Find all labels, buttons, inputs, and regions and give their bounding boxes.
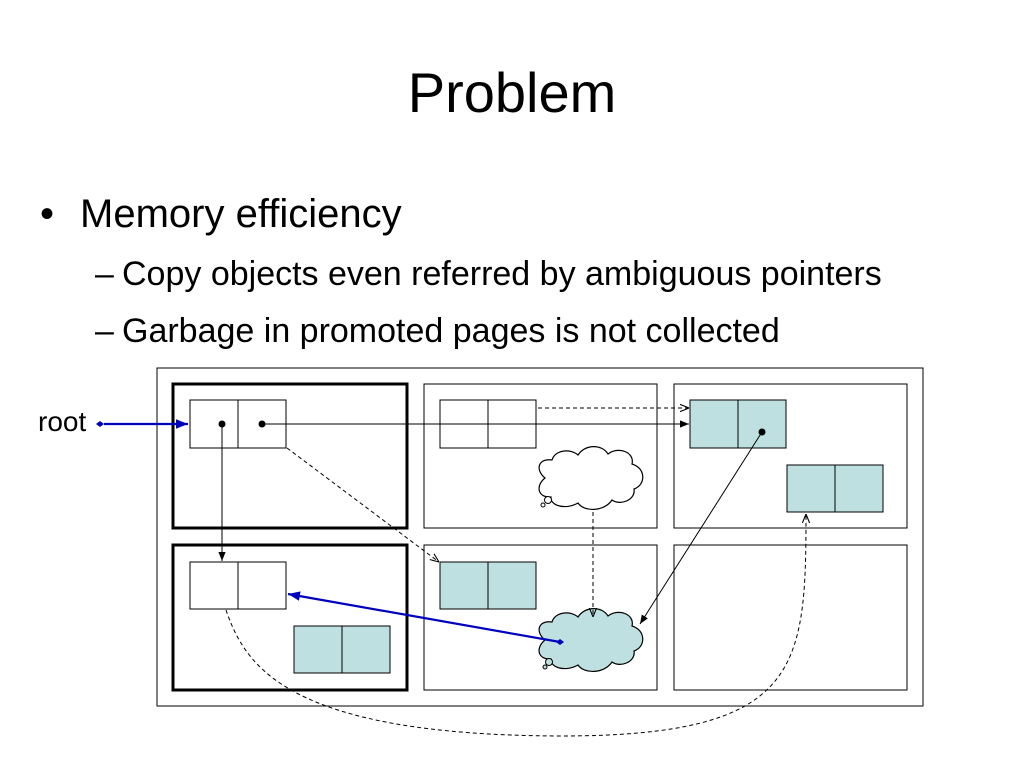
object-promoted-target bbox=[189, 561, 287, 610]
forwarding-pointer bbox=[286, 447, 439, 562]
object-root-target bbox=[189, 399, 287, 449]
pointer-to-cloud bbox=[639, 431, 763, 625]
heap-page bbox=[423, 383, 658, 529]
promoted-page bbox=[171, 382, 409, 530]
promoted-page bbox=[171, 543, 409, 692]
ambiguous-pointer bbox=[287, 591, 564, 645]
forwarding-pointer-curved bbox=[225, 514, 806, 737]
object-copied bbox=[786, 464, 884, 513]
heap-page bbox=[673, 383, 908, 529]
object-copied bbox=[439, 561, 537, 610]
sub-bullet-copy-objects: –Copy objects even referred by ambiguous… bbox=[95, 254, 882, 295]
cloud-ambiguous-target bbox=[538, 608, 644, 672]
heap-page bbox=[673, 544, 908, 691]
sub-bullet-marker: – bbox=[95, 312, 114, 350]
root-pointer bbox=[96, 419, 188, 429]
slide-title: Problem bbox=[407, 61, 617, 124]
object-copied bbox=[689, 399, 787, 449]
sub-bullet-garbage: –Garbage in promoted pages is not collec… bbox=[95, 311, 780, 352]
bullet-text: Memory efficiency bbox=[80, 192, 402, 236]
sub-bullet-text: Copy objects even referred by ambiguous … bbox=[122, 255, 882, 293]
bullet-marker: • bbox=[40, 192, 55, 236]
sub-bullet-marker: – bbox=[95, 255, 114, 293]
root-label: root bbox=[38, 406, 86, 437]
sub-bullet-text: Garbage in promoted pages is not collect… bbox=[122, 312, 780, 350]
object-garbage bbox=[293, 625, 391, 674]
cloud-old-object bbox=[538, 446, 644, 510]
bullet-memory-efficiency: • Memory efficiency bbox=[40, 190, 402, 238]
